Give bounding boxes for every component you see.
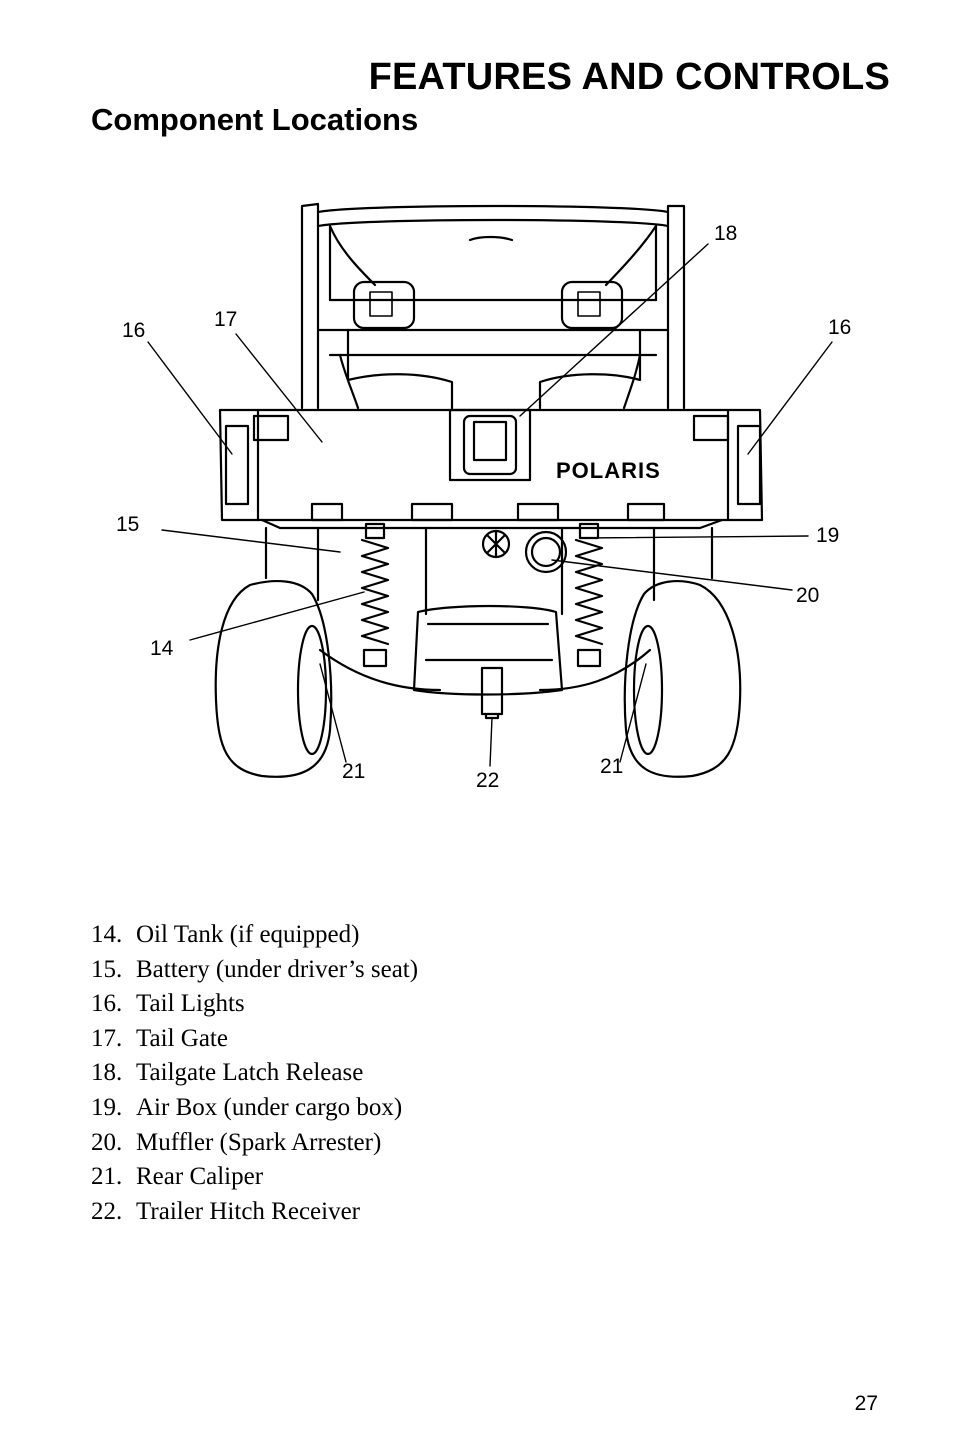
- subsection-title: Component Locations: [91, 102, 419, 137]
- roll-cage: [300, 202, 686, 410]
- list-item: 19. Air Box (under cargo box): [91, 1091, 418, 1126]
- list-item: 17. Tail Gate: [91, 1022, 418, 1057]
- list-item: 22. Trailer Hitch Receiver: [91, 1195, 418, 1230]
- tail-lights: [224, 424, 762, 506]
- list-item: 15. Battery (under driver’s seat): [91, 953, 418, 988]
- callout-21-right: 21: [600, 755, 623, 778]
- item-number: 17.: [91, 1024, 123, 1052]
- callout-16-right: 16: [828, 316, 851, 339]
- item-label: Muffler (Spark Arrester): [136, 1128, 382, 1156]
- vehicle-rear-diagram: POLARIS 14 15 16 16 17 18 19 20 21 21 22: [116, 202, 851, 792]
- callout-18: 18: [714, 222, 737, 245]
- section-title: FEATURES AND CONTROLS: [368, 56, 890, 98]
- leader-lines: [147, 243, 833, 767]
- callout-20: 20: [796, 584, 819, 607]
- item-number: 16.: [91, 990, 123, 1018]
- callout-21-left: 21: [342, 760, 365, 783]
- trailer-hitch: [480, 666, 504, 716]
- callout-15: 15: [116, 513, 139, 536]
- item-label: Tail Lights: [136, 990, 245, 1018]
- shock-absorbers: [360, 522, 604, 668]
- list-item: 20. Muffler (Spark Arrester): [91, 1126, 418, 1161]
- item-label: Battery (under driver’s seat): [136, 955, 419, 983]
- item-number: 22.: [91, 1197, 123, 1225]
- wheels: [214, 579, 742, 778]
- seats: [346, 280, 642, 410]
- callout-16-left: 16: [122, 319, 145, 342]
- page-number: 27: [854, 1392, 878, 1415]
- item-label: Rear Caliper: [136, 1163, 264, 1191]
- item-number: 19.: [91, 1093, 123, 1121]
- item-label: Oil Tank (if equipped): [136, 921, 360, 948]
- cargo-box: [218, 408, 764, 530]
- list-item: 14. Oil Tank (if equipped): [91, 918, 418, 953]
- list-item: 18. Tailgate Latch Release: [91, 1056, 418, 1091]
- list-item: 21. Rear Caliper: [91, 1160, 418, 1195]
- polaris-logo: POLARIS: [556, 458, 661, 483]
- item-number: 21.: [91, 1163, 123, 1191]
- item-number: 20.: [91, 1128, 123, 1156]
- item-label: Air Box (under cargo box): [136, 1093, 403, 1121]
- callout-14: 14: [150, 637, 174, 660]
- component-legend: 14. Oil Tank (if equipped) 15. Battery (un…: [91, 918, 418, 1229]
- item-number: 15.: [91, 955, 123, 983]
- callout-22: 22: [476, 769, 499, 792]
- callout-numbers: 14 15 16 16 17 18 19 20 21 21 22: [116, 222, 851, 792]
- muffler: [524, 530, 568, 574]
- callout-17: 17: [214, 308, 237, 331]
- item-number: 14.: [91, 921, 123, 948]
- callout-19: 19: [816, 524, 839, 547]
- item-number: 18.: [91, 1059, 123, 1087]
- item-label: Tailgate Latch Release: [136, 1059, 364, 1087]
- item-label: Trailer Hitch Receiver: [136, 1197, 360, 1225]
- item-label: Tail Gate: [136, 1024, 228, 1052]
- list-item: 16. Tail Lights: [91, 987, 418, 1022]
